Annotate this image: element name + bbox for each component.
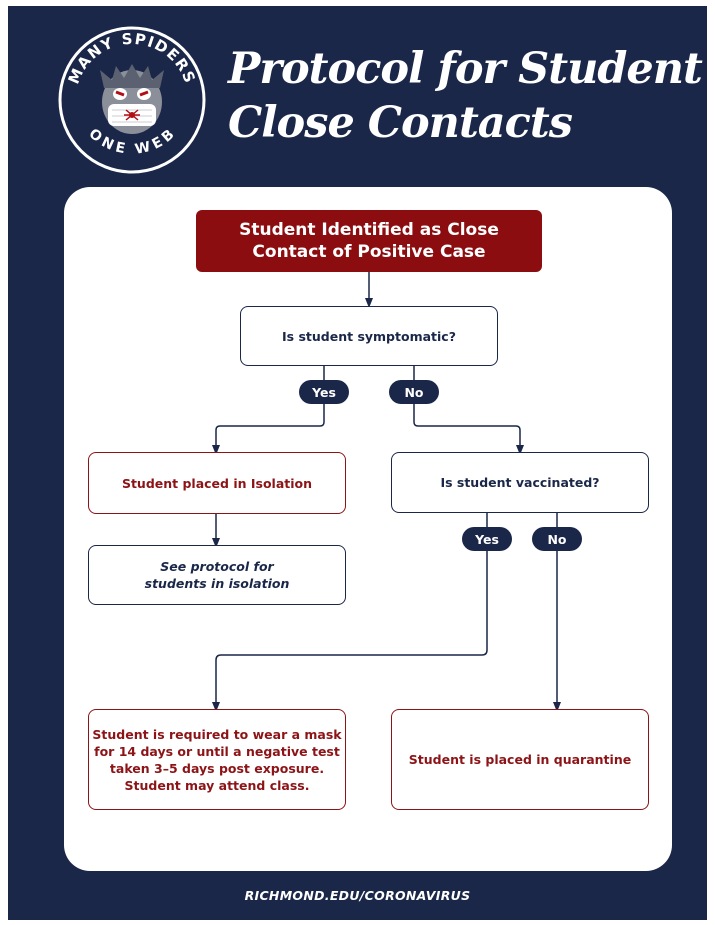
mask-line-4: Student may attend class. [124, 777, 310, 793]
start-node-line-2: Contact of Positive Case [252, 242, 486, 262]
branch-no-vaccinated: No [532, 527, 582, 551]
title-line-2: Close Contacts [228, 98, 573, 148]
mask-line-2: for 14 days or until a negative test [94, 743, 340, 759]
decision-vaccinated: Is student vaccinated? [391, 452, 649, 513]
page-title: Protocol for Student Close Contacts [228, 42, 703, 150]
see-protocol-line-2: students in isolation [144, 576, 290, 591]
spider-mascot-icon [100, 64, 164, 134]
branch-yes-vaccinated: Yes [462, 527, 512, 551]
decision-vaccinated-label: Is student vaccinated? [440, 475, 600, 490]
outcome-mask-requirement: Student is required to wear a mask for 1… [88, 709, 346, 810]
decision-symptomatic: Is student symptomatic? [240, 306, 498, 366]
start-node-line-1: Student Identified as Close [239, 220, 499, 240]
many-spiders-one-web-logo: MANY SPIDERS ONE WEB [58, 26, 206, 174]
see-protocol-line-1: See protocol for [160, 559, 274, 574]
branch-yes-label: Yes [475, 531, 499, 547]
mask-line-1: Student is required to wear a mask [92, 726, 342, 742]
branch-no-label: No [404, 384, 424, 400]
branch-yes-symptomatic: Yes [299, 380, 349, 404]
outcome-isolation-label: Student placed in Isolation [121, 475, 313, 491]
mask-line-3: taken 3–5 days post exposure. [109, 760, 325, 776]
outcome-isolation: Student placed in Isolation [88, 452, 346, 514]
branch-yes-label: Yes [312, 384, 336, 400]
outcome-quarantine-label: Student is placed in quarantine [408, 752, 632, 767]
start-node-close-contact: Student Identified as Close Contact of P… [196, 210, 542, 272]
see-isolation-protocol: See protocol for students in isolation [88, 545, 346, 605]
decision-symptomatic-label: Is student symptomatic? [282, 328, 456, 344]
outcome-quarantine: Student is placed in quarantine [391, 709, 649, 810]
footer-url: RICHMOND.EDU/CORONAVIRUS [244, 888, 471, 903]
branch-no-symptomatic: No [389, 380, 439, 404]
title-line-1: Protocol for Student [228, 44, 703, 94]
branch-no-label: No [547, 531, 567, 547]
